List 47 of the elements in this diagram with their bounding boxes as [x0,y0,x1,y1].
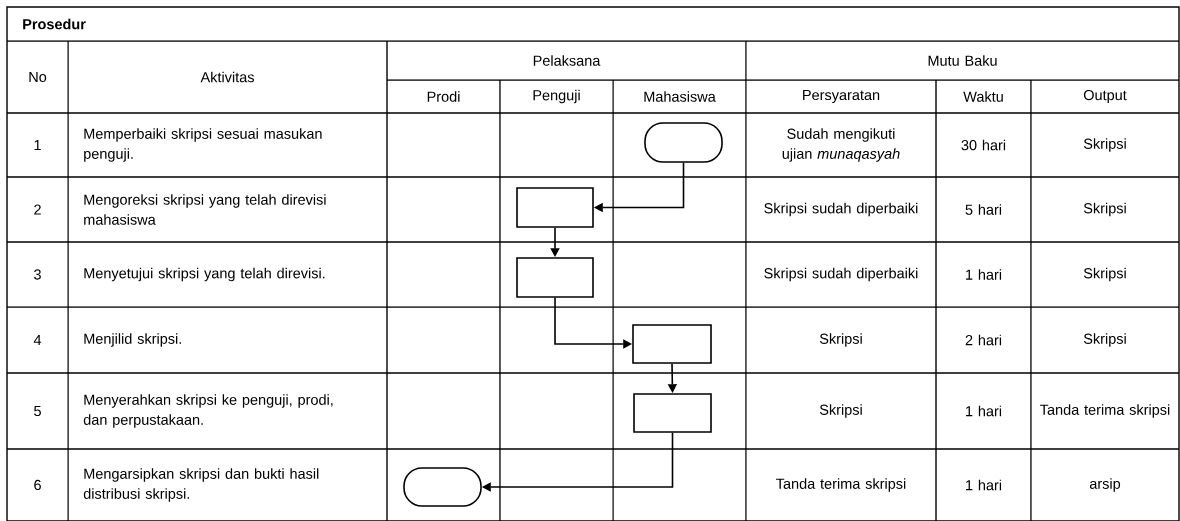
activity-text: Memperbaiki skripsi sesuai masukan penguji. [84,128,322,162]
duration-text: 30 hari [961,139,1006,151]
row-number: 3 [34,269,41,280]
duration-text: 2 hari [965,334,1002,346]
row-number: 4 [33,335,42,345]
column-header: Persyaratan [803,90,880,103]
activity-text: Menyerahkan skripsi ke penguji, prodi, dan perpustakaan. [83,394,333,428]
row-number: 1 [34,140,41,150]
process-box [632,324,712,364]
duration-text: 1 hari [966,405,1002,417]
row-number: 5 [34,405,41,417]
output-text: Skripsi [1083,333,1126,347]
row-number: 6 [34,479,41,491]
output-text: Skripsi [1083,138,1126,152]
column-header: Output [1083,89,1127,104]
requirement-text: Skripsi [819,404,862,418]
output-text: Skripsi [1083,202,1126,217]
activity-text: Mengarsipkan skripsi dan bukti hasil distribusi skripsi. [83,468,319,502]
column-header: Waktu [963,91,1003,102]
column-header: Mahasiswa [644,91,716,102]
requirement-text: Skripsi sudah diperbaiki [764,202,918,217]
row-number: 2 [34,204,41,215]
column-header: No [29,71,47,83]
output-text: Tanda terima skripsi [1040,404,1170,418]
requirement-text: Tanda terima skripsi [776,478,906,492]
column-header: Mutu Baku [928,55,997,66]
column-header: Prodi [427,91,460,102]
output-text: Skripsi [1083,267,1126,282]
terminator [644,122,723,163]
column-header: Aktivitas [200,71,254,83]
activity-text: Mengoreksi skripsi yang telah direvisi mahasiswa [84,194,326,225]
process-box [516,187,594,228]
activity-text: Menyetujui skripsi yang telah direvisi. [84,267,325,282]
column-header: Penguji [533,89,580,104]
output-text: arsip [1089,478,1121,492]
terminator [403,467,482,507]
activity-text: Menjilid skripsi. [84,333,181,347]
duration-text: 1 hari [966,479,1002,491]
table-title: Prosedur [23,18,86,30]
requirement-text: Skripsi sudah diperbaiki [764,267,918,282]
process-box [633,393,712,433]
requirement-text: Skripsi [819,333,862,347]
duration-text: 1 hari [966,269,1002,280]
duration-text: 5 hari [965,204,1002,215]
process-box [516,257,594,298]
requirement-text: Sudah mengikuti ujian munaqasyah [782,128,900,162]
column-header: Pelaksana [533,55,601,66]
